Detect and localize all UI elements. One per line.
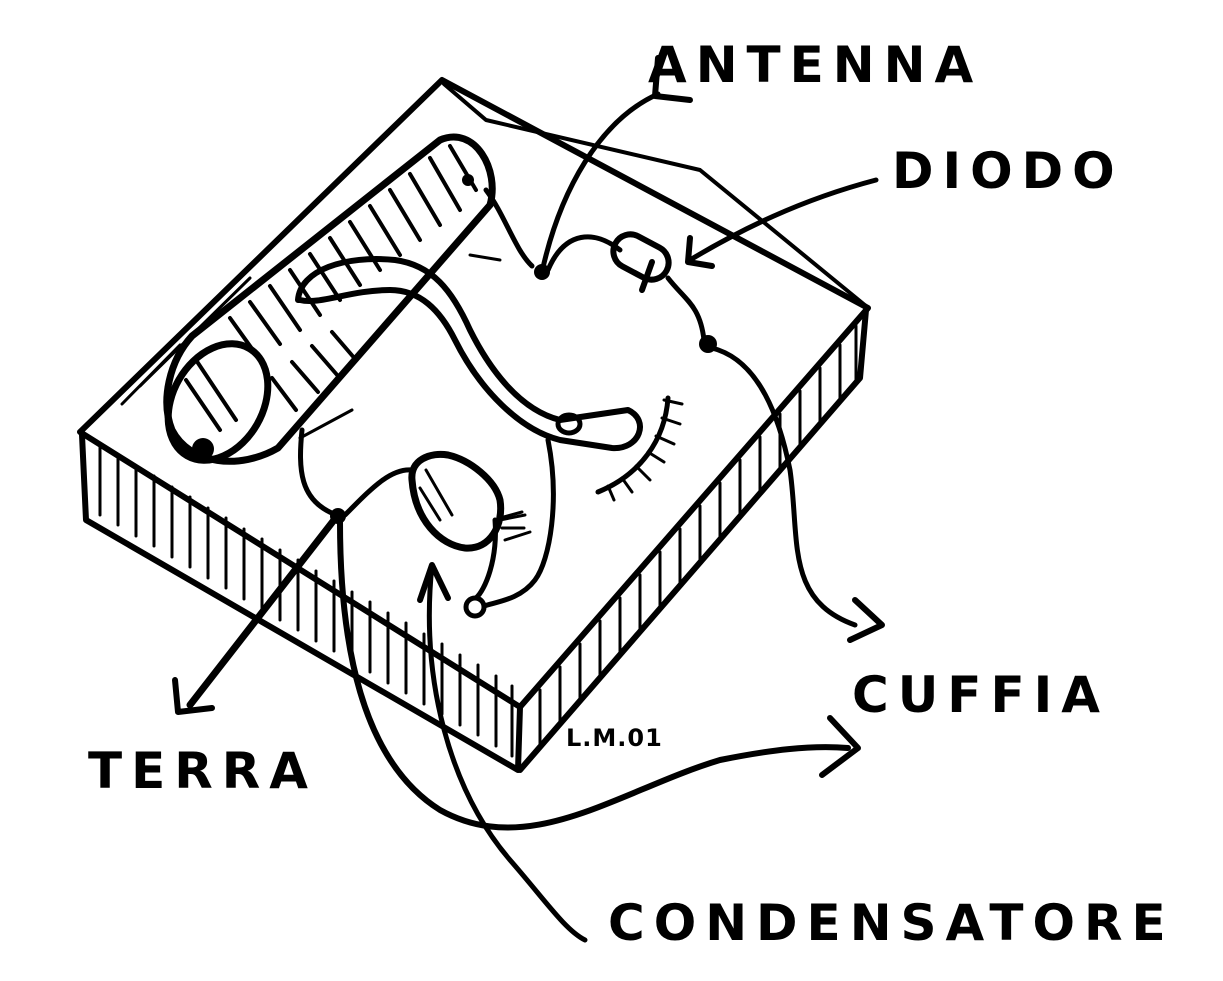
arrowheads: [172, 55, 885, 778]
diode-label: DIODO: [892, 142, 1124, 200]
headphones-upper-arrowhead: [847, 597, 885, 643]
capacitor-arrowhead: [417, 562, 451, 603]
tuning-scale-ticks: [606, 398, 684, 502]
tuning-scale-arc: [595, 395, 671, 495]
circuit-wires: [186, 91, 879, 943]
coil-terminal: [192, 438, 214, 460]
coil-winding-hatching: [184, 144, 478, 432]
antenna-label: ANTENNA: [648, 36, 982, 94]
board-edge-hatching: [98, 443, 514, 758]
ground-arrowhead: [172, 677, 215, 715]
wooden-board: [77, 77, 871, 773]
capacitor-label: CONDENSATORE: [608, 894, 1175, 952]
tuning-slider-arm: [295, 256, 684, 502]
headphones-label: CUFFIA: [852, 666, 1109, 724]
ground-label: TERRA: [88, 742, 317, 800]
headphones-lower-arrowhead: [819, 715, 861, 778]
diode-arrowhead: [685, 235, 715, 269]
board-side-hatching: [538, 324, 858, 750]
antenna-arrowhead: [652, 55, 693, 103]
tuning-coil: [163, 133, 496, 465]
author-signature: L.M.01: [566, 724, 663, 752]
